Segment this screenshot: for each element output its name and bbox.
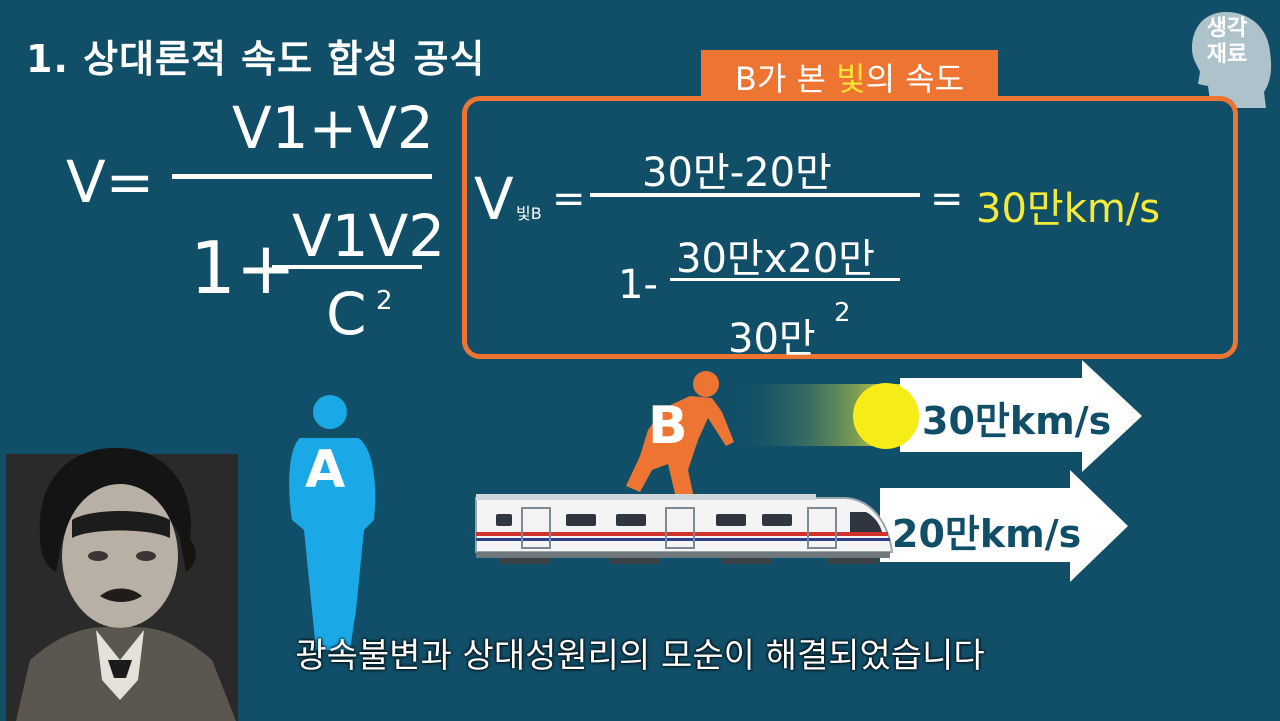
box-den-numerator: 30만x20만 [676, 236, 876, 282]
light-ball [853, 383, 919, 449]
box-den-exponent: 2 [834, 298, 851, 328]
light-speed-label: 30만km/s [922, 399, 1112, 443]
box-v: V [474, 165, 514, 233]
light-speed-arrow [900, 360, 1142, 472]
channel-logo [1186, 8, 1272, 108]
formula-den-numerator: V1V2 [292, 202, 446, 270]
scene-illustration [6, 360, 1142, 721]
formula-main-fraction-line [172, 174, 432, 179]
logo-text: 생각 재료 [1192, 16, 1262, 68]
label-a: A [305, 440, 346, 500]
formula-exponent: 2 [376, 286, 393, 316]
box-equals-2: = [930, 176, 964, 222]
box-result: 30만km/s [976, 186, 1161, 232]
slide-title: 1. 상대론적 속도 합성 공식 [26, 37, 486, 81]
subtitle-caption: 광속불변과 상대성원리의 모순이 해결되었습니다 [295, 636, 985, 676]
person-b-icon [626, 371, 734, 498]
head-silhouette-icon [1192, 12, 1272, 108]
logo-line2: 재료 [1206, 42, 1248, 67]
train-icon [475, 494, 894, 564]
box-v-subscript: 빛B [516, 204, 542, 223]
formula-c: C [326, 280, 367, 348]
formula-inner-fraction-line [272, 265, 422, 269]
box-numerator: 30만-20만 [642, 150, 832, 196]
box-den-one: 1- [618, 262, 658, 308]
einstein-portrait [6, 447, 238, 721]
box-den-denominator: 30만 [728, 316, 816, 362]
logo-line1: 생각 [1206, 16, 1248, 41]
train-speed-label: 20만km/s [892, 512, 1082, 556]
label-b: B [648, 396, 688, 456]
tab-text-pre: B가 본 [734, 60, 837, 98]
calculation-box-tab [701, 50, 998, 100]
tab-text-post: 의 속도 [865, 60, 965, 98]
train-speed-arrow [880, 470, 1128, 582]
box-main-fraction-line [590, 193, 920, 197]
formula-numerator: V1+V2 [232, 94, 434, 162]
tab-text-highlight: 빛 [836, 60, 866, 98]
formula-v: V= [66, 148, 155, 216]
box-equals: = [552, 176, 586, 222]
person-a-icon [289, 395, 376, 650]
box-inner-fraction-line [670, 278, 900, 281]
calculation-box-title: B가 본 빛의 속도 [701, 54, 998, 100]
